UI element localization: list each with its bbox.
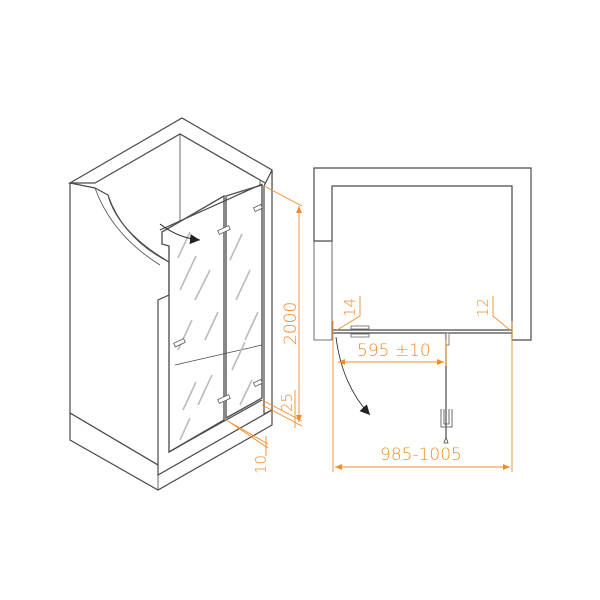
- enclosure-walls: [67, 117, 273, 491]
- plan-view: 14 12 595 ±10 985-1005: [313, 167, 532, 472]
- hinge-icon: [217, 203, 264, 404]
- tray-offset-dimension-label: 25: [278, 393, 296, 412]
- handle-icon: [173, 338, 186, 348]
- total-width-dimension-label: 985-1005: [380, 445, 462, 465]
- isometric-view: 2000 25 10: [67, 117, 303, 491]
- door-swing-arrow-icon: [335, 336, 371, 416]
- door-width-dimension-label: 595 ±10: [357, 341, 431, 361]
- bifold-door: [159, 183, 264, 454]
- plan-dimensions: 14 12 595 ±10 985-1005: [332, 296, 513, 472]
- height-dimension-label: 2000: [281, 302, 301, 345]
- left-gap-dimension-label: 14: [341, 298, 359, 317]
- plan-walls: [313, 167, 532, 341]
- bottom-gap-dimension-label: 10: [252, 455, 270, 474]
- plan-door: [333, 325, 512, 444]
- isometric-dimensions: 2000 25 10: [225, 185, 303, 474]
- right-gap-dimension-label: 12: [474, 298, 492, 317]
- door-swing-arrow-icon: [159, 223, 201, 245]
